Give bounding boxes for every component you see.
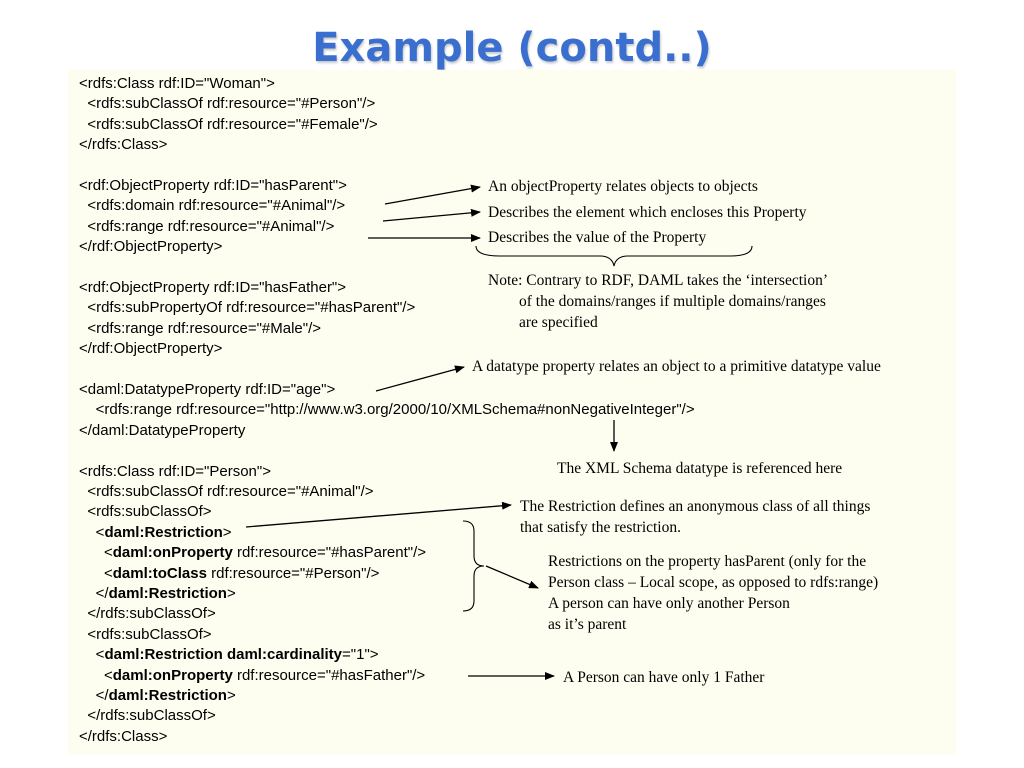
arrow-object-property xyxy=(384,184,481,205)
code-keyword: daml:Restriction xyxy=(104,523,223,541)
code-line: </rdfs:Class> xyxy=(79,136,168,154)
arrow-domain xyxy=(382,208,481,222)
annotation-datatype-property: A datatype property relates an object to… xyxy=(472,358,881,375)
code-keyword: daml:onProperty xyxy=(112,544,233,562)
code-line: <rdfs:subClassOf> xyxy=(79,625,212,643)
annotation-cardinality: A Person can have only 1 Father xyxy=(563,669,765,686)
code-line: <rdfs:range rdf:resource="http://www.w3.… xyxy=(79,401,695,419)
code-line: <rdfs:domain rdf:resource="#Animal"/> xyxy=(79,197,346,215)
annotation-note: Note: Contrary to RDF, DAML takes the ‘i… xyxy=(488,272,828,331)
restriction-brace xyxy=(462,520,485,612)
code-line: </rdfs:subClassOf> xyxy=(79,605,216,623)
code-line: <rdfs:subClassOf> xyxy=(79,503,212,521)
code-line: <daml:Restriction> xyxy=(79,523,232,541)
code-line: <rdfs:Class rdf:ID="Person"> xyxy=(79,462,271,480)
code-line: </rdf:ObjectProperty> xyxy=(79,340,223,358)
annotation-restriction-scope: Restrictions on the property hasParent (… xyxy=(548,553,879,633)
code-line: <rdfs:subClassOf rdf:resource="#Female"/… xyxy=(79,115,378,133)
note-brace xyxy=(475,245,753,267)
slide-title: Example (contd..) xyxy=(312,25,712,71)
code-line: </rdfs:subClassOf> xyxy=(79,707,216,725)
annotation-xml-schema: The XML Schema datatype is referenced he… xyxy=(557,460,843,477)
code-keyword: daml:Restriction xyxy=(108,585,227,602)
code-line: <daml:onProperty rdf:resource="#hasFathe… xyxy=(79,666,426,684)
code-line: <rdfs:subClassOf rdf:resource="#Person"/… xyxy=(79,95,376,113)
code-panel xyxy=(68,70,956,754)
code-keyword: daml:onProperty xyxy=(112,666,233,684)
code-line: </rdfs:Class> xyxy=(79,727,168,745)
arrow-restriction xyxy=(245,501,512,528)
code-line: </rdf:ObjectProperty> xyxy=(79,238,223,256)
code-line: </daml:Restriction> xyxy=(79,585,236,602)
arrow-restriction-scope xyxy=(485,565,539,589)
annotation-range: Describes the value of the Property xyxy=(488,229,707,246)
code-keyword: daml:Restriction xyxy=(104,646,223,664)
code-line: <daml:DatatypeProperty rdf:ID="age"> xyxy=(79,381,336,398)
arrow-datatype-property xyxy=(375,365,465,392)
code-keyword: daml:cardinality xyxy=(226,646,343,664)
code-line: <rdfs:Class rdf:ID="Woman"> xyxy=(79,75,275,92)
code-line: </daml:Restriction> xyxy=(79,687,236,704)
code-line: <daml:onProperty rdf:resource="#hasParen… xyxy=(79,544,427,562)
code-line: <rdf:ObjectProperty rdf:ID="hasFather"> xyxy=(79,279,347,296)
code-line: <daml:toClass rdf:resource="#Person"/> xyxy=(79,564,380,582)
code-line: </daml:DatatypeProperty xyxy=(79,421,246,439)
code-keyword: daml:Restriction xyxy=(108,687,227,704)
code-line: <rdf:ObjectProperty rdf:ID="hasParent"> xyxy=(79,177,347,194)
annotation-restriction: The Restriction defines an anonymous cla… xyxy=(520,498,871,536)
code-line: <rdfs:subClassOf rdf:resource="#Animal"/… xyxy=(79,483,374,500)
annotation-object-property: An objectProperty relates objects to obj… xyxy=(488,178,758,195)
code-keyword: daml:toClass xyxy=(112,564,207,582)
code-line: <rdfs:subPropertyOf rdf:resource="#hasPa… xyxy=(79,299,416,317)
annotation-domain: Describes the element which encloses thi… xyxy=(488,204,807,221)
code-line: <rdfs:range rdf:resource="#Male"/> xyxy=(79,319,322,337)
code-line: <rdfs:range rdf:resource="#Animal"/> xyxy=(79,217,335,235)
code-line: <daml:Restriction daml:cardinality="1"> xyxy=(79,646,379,664)
